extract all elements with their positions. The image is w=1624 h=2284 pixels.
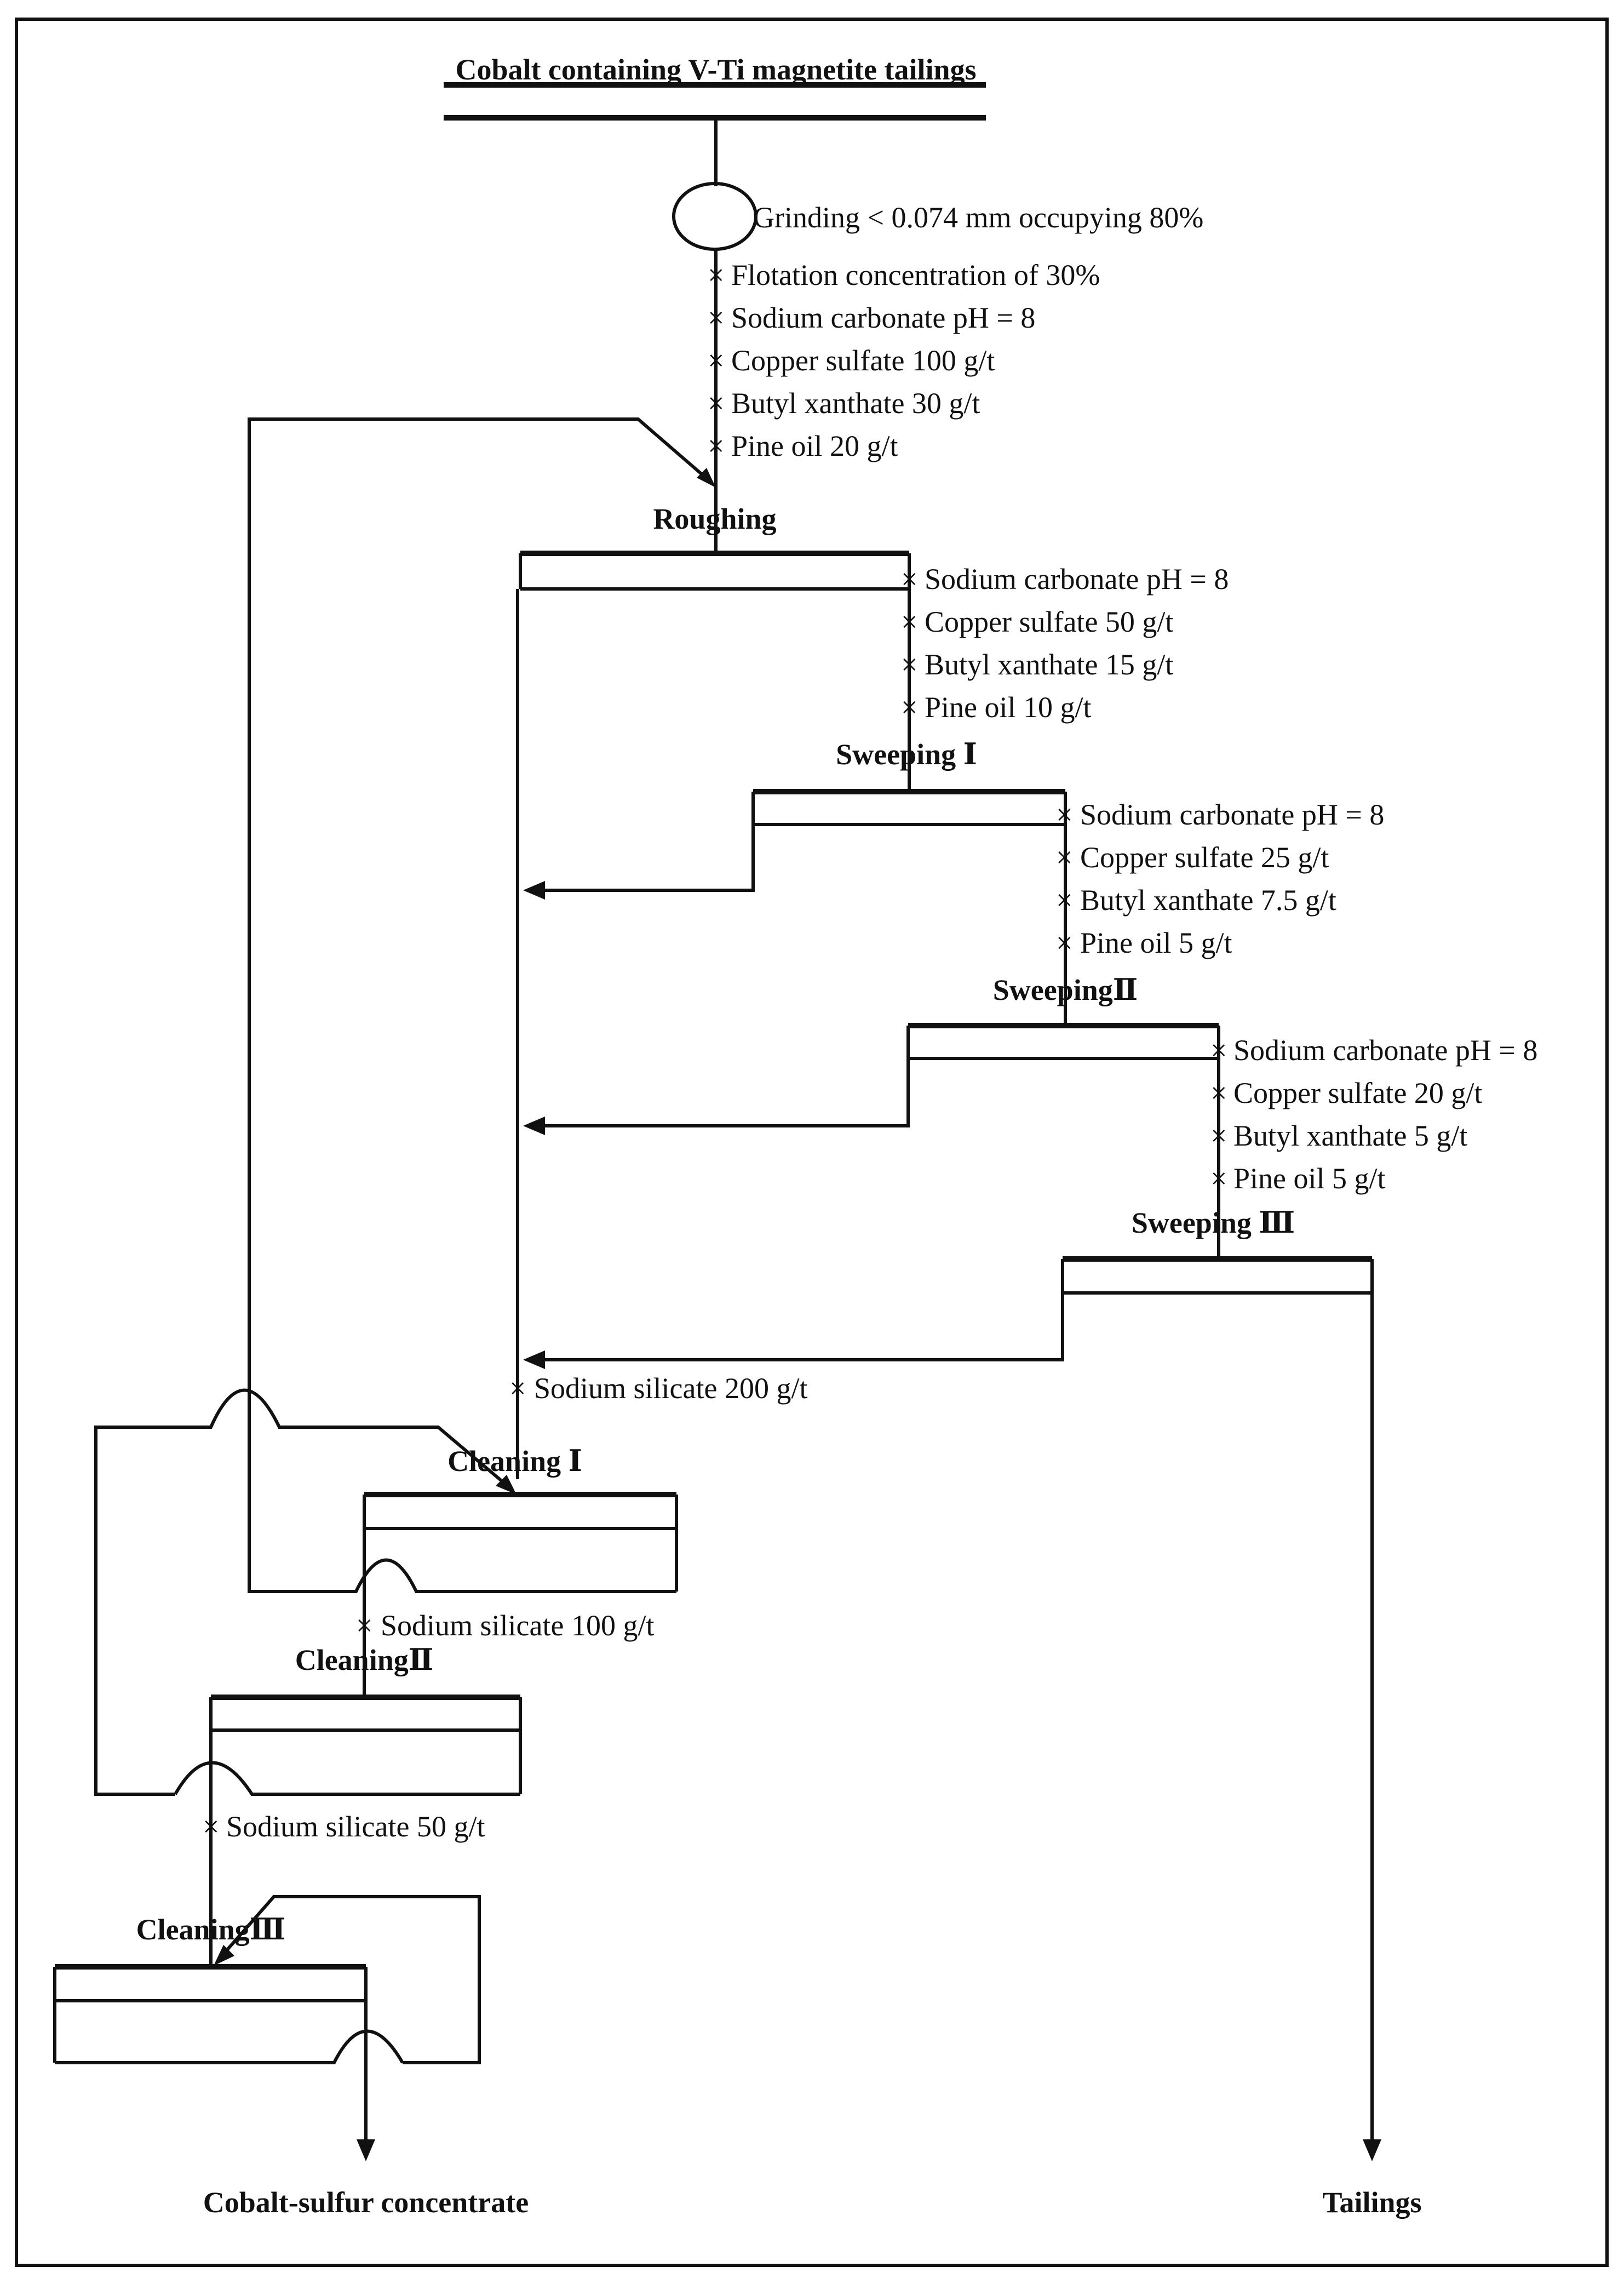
sweeping2-reagent-1: Sodium carbonate pH = 8 <box>1080 798 1384 831</box>
reagent-marker: × <box>1056 798 1072 831</box>
reagent-marker: × <box>901 648 917 681</box>
sweeping3-reagent-4: Pine oil 5 g/t <box>1233 1162 1386 1195</box>
roughing-reagent-2: Sodium carbonate pH = 8 <box>731 301 1035 334</box>
sweeping2-reagent-3: Butyl xanthate 7.5 g/t <box>1080 884 1336 917</box>
page-border <box>15 18 1609 2267</box>
sweeping2-reagent-2: Copper sulfate 25 g/t <box>1080 841 1329 874</box>
reagent-marker: × <box>1056 884 1072 917</box>
cleaning1-recycle-line <box>248 417 712 1593</box>
reagent-marker: × <box>1056 926 1072 959</box>
sweeping1-reagent-4: Pine oil 10 g/t <box>925 691 1092 724</box>
arrowhead <box>697 468 716 488</box>
sweeping1-reagents: × Sodium carbonate pH = 8 × Copper sulfa… <box>901 563 1229 724</box>
sweeping3-reagent-1: Sodium carbonate pH = 8 <box>1233 1034 1537 1067</box>
roughing-reagent-3: Copper sulfate 100 g/t <box>731 344 995 377</box>
roughing-title: Roughing <box>653 502 776 535</box>
sweeping1-reagent-1: Sodium carbonate pH = 8 <box>925 563 1229 596</box>
sweeping1-reagent-2: Copper sulfate 50 g/t <box>925 605 1173 638</box>
sweeping2-title: SweepingⅡ <box>993 974 1138 1006</box>
reagent-marker: × <box>708 301 724 334</box>
reagent-marker: × <box>708 430 724 462</box>
grinding-mill-symbol <box>672 182 758 251</box>
reagent-marker: × <box>901 605 917 638</box>
sweeping1-title: Sweeping Ⅰ <box>836 738 977 771</box>
reagent-marker: × <box>1210 1119 1227 1152</box>
sweeping3-reagent-2: Copper sulfate 20 g/t <box>1233 1077 1482 1109</box>
cleaning1-title: Cleaning Ⅰ <box>447 1445 582 1478</box>
cleaning3-title: CleaningⅢ <box>136 1913 286 1946</box>
reagent-marker: × <box>356 1609 372 1642</box>
arrowhead <box>523 1117 545 1135</box>
tailings-product-label: Tailings <box>1322 2186 1421 2219</box>
reagent-marker: × <box>708 387 724 420</box>
roughing-reagent-5: Pine oil 20 g/t <box>731 430 898 462</box>
roughing-reagent-4: Butyl xanthate 30 g/t <box>731 387 980 420</box>
cleaning1-cell-bottom <box>342 1558 676 1593</box>
arrowhead <box>496 1475 517 1495</box>
roughing-reagent-1: Flotation concentration of 30% <box>731 259 1100 291</box>
reagent-marker: × <box>1210 1077 1227 1109</box>
roughing-reagents: × Flotation concentration of 30% × Sodiu… <box>708 259 1100 462</box>
grinding-label: Grinding < 0.074 mm occupying 80% <box>753 201 1203 234</box>
cleaning3-reagent: Sodium silicate 50 g/t <box>226 1810 485 1843</box>
sweeping1-reagent-3: Butyl xanthate 15 g/t <box>925 648 1173 681</box>
cleaning2-recycle-line <box>94 1388 510 1796</box>
reagent-marker: × <box>203 1810 219 1843</box>
arrowhead <box>214 1945 234 1966</box>
sweeping3-concentrate-return <box>540 1293 1064 1361</box>
sweeping3-reagents: × Sodium carbonate pH = 8 × Copper sulfa… <box>1210 1034 1537 1195</box>
reagent-marker: × <box>708 344 724 377</box>
cleaning2-title: CleaningⅡ <box>295 1644 434 1676</box>
reagent-marker: × <box>901 691 917 724</box>
cleaning2-reagent: Sodium silicate 100 g/t <box>381 1609 654 1642</box>
reagent-marker: × <box>1056 841 1072 874</box>
cleaning3-recycle-line <box>220 1895 481 2064</box>
reagent-marker: × <box>708 259 724 291</box>
sweeping2-reagents: × Sodium carbonate pH = 8 × Copper sulfa… <box>1056 798 1384 959</box>
reagent-marker: × <box>509 1372 526 1405</box>
sweeping3-title: Sweeping Ⅲ <box>1132 1206 1295 1239</box>
reagent-marker: × <box>901 563 917 596</box>
arrowhead <box>357 2139 375 2161</box>
concentrate-product-label: Cobalt-sulfur concentrate <box>203 2186 529 2219</box>
arrowhead <box>523 881 545 900</box>
sweeping3-reagent-3: Butyl xanthate 5 g/t <box>1233 1119 1467 1152</box>
reagent-marker: × <box>1210 1162 1227 1195</box>
arrowhead <box>1363 2139 1381 2161</box>
cleaning1-reagent: Sodium silicate 200 g/t <box>534 1372 807 1405</box>
feed-label: Cobalt containing V-Ti magnetite tailing… <box>455 53 976 86</box>
sweeping2-reagent-4: Pine oil 5 g/t <box>1080 926 1232 959</box>
arrowhead <box>523 1350 545 1369</box>
reagent-marker: × <box>1210 1034 1227 1067</box>
sweeping2-concentrate-return <box>540 1058 910 1127</box>
sweeping1-concentrate-return <box>540 825 755 892</box>
cleaning2-cell-bottom <box>174 1761 520 1796</box>
cleaning3-cell-bottom <box>55 2029 404 2064</box>
